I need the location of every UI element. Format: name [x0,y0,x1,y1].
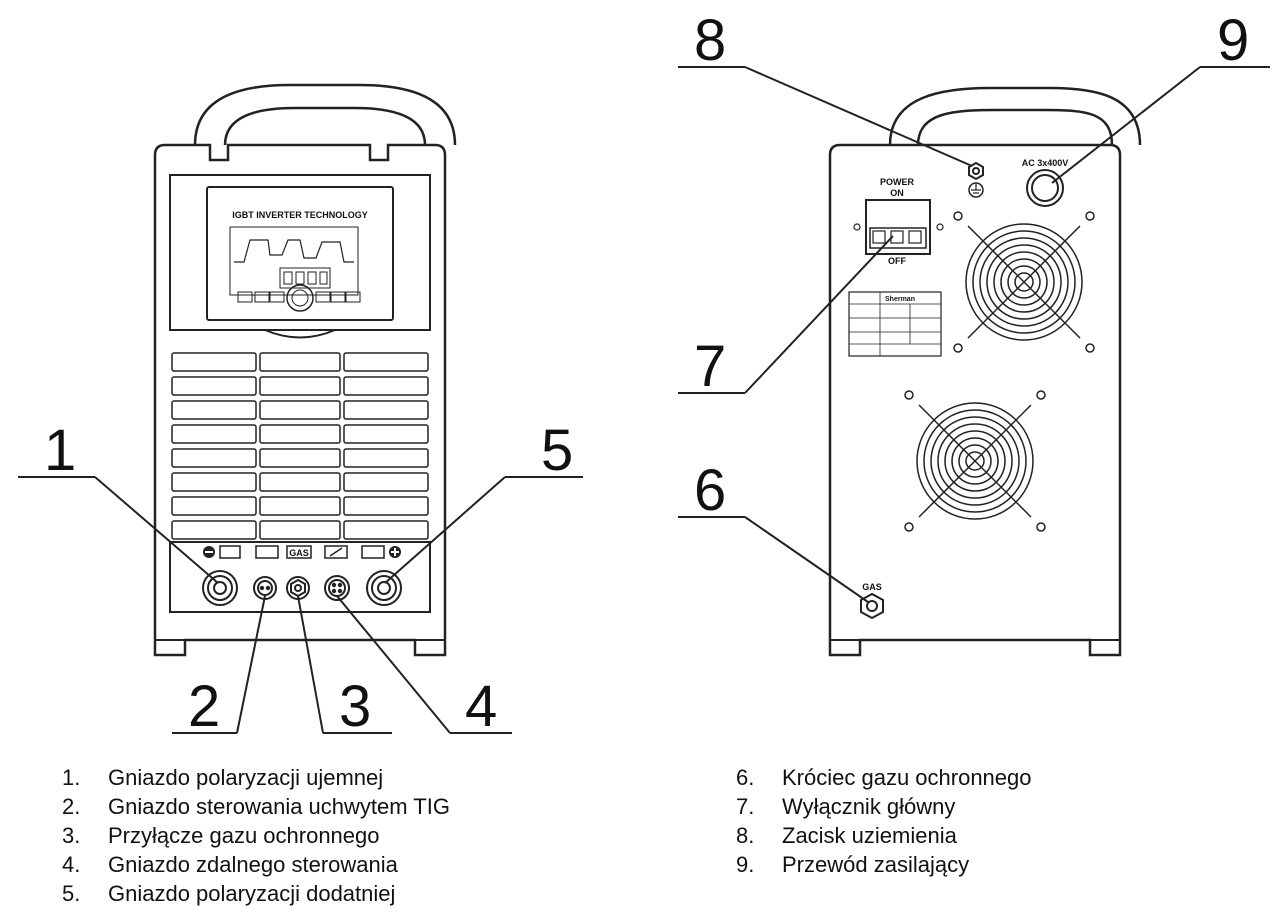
callout-labels: 1 2 3 4 5 6 7 8 9 [44,8,1249,739]
legend-number: 4. [62,852,81,877]
legend-number: 8. [736,823,755,848]
negative-socket [202,570,238,606]
legend-number: 6. [736,765,755,790]
ground-icon [968,182,984,198]
rating-plate-brand: Sherman [885,296,915,303]
legend-number: 2. [62,794,81,819]
legend-item: 8. Zacisk uziemienia [736,821,1032,850]
callout-7: 7 [694,334,726,399]
power-on-label: ON [890,188,904,198]
supply-label: AC 3x400V [1022,158,1069,168]
callout-8: 8 [694,8,726,73]
power-label: POWER [880,177,915,187]
tig-control-socket [253,576,277,600]
fan-lower [904,390,1046,532]
callout-1: 1 [44,418,76,483]
legend-number: 9. [736,852,755,877]
trigger-symbol-icon [255,545,279,559]
ventilation-grille [171,352,429,540]
power-off-label: OFF [888,256,906,266]
torch-symbol-icon [219,545,241,559]
legend-number: 1. [62,765,81,790]
legend-text: Przewód zasilający [782,852,970,877]
legend-right: 6. Króciec gazu ochronnego 7. Wyłącznik gł… [736,763,1032,879]
callout-2: 2 [188,674,220,739]
legend-item: 4. Gniazdo zdalnego sterowania [62,850,450,879]
legend-text: Zacisk uziemienia [782,823,957,848]
legend-number: 7. [736,794,755,819]
legend-text: Króciec gazu ochronnego [782,765,1032,790]
legend-item: 3. Przyłącze gazu ochronnego [62,821,450,850]
display-title: IGBT INVERTER TECHNOLOGY [232,210,368,220]
legend-item: 5. Gniazdo polaryzacji dodatniej [62,879,450,908]
main-switch [865,199,931,255]
legend-text: Gniazdo polaryzacji dodatniej [108,881,396,906]
legend-item: 6. Króciec gazu ochronnego [736,763,1032,792]
control-knob [286,284,314,312]
gas-inlet-label: GAS [862,582,882,592]
gas-symbol-label: GAS [289,548,309,558]
legend-text: Gniazdo zdalnego sterowania [108,852,398,877]
ground-terminal [968,161,984,198]
front-view: IGBT INVERTER TECHNOLOGY GAS [153,83,457,657]
callout-leaders [18,66,1270,734]
legend-item: 7. Wyłącznik główny [736,792,1032,821]
callout-5: 5 [541,418,573,483]
lcd-screen [229,226,359,296]
rating-plate: Sherman [848,291,942,357]
control-display [206,186,394,321]
positive-socket [366,570,402,606]
fan-upper [953,211,1095,353]
legend-number: 5. [62,881,81,906]
legend-item: 9. Przewód zasilający [736,850,1032,879]
remote-control-socket [324,575,350,601]
legend-text: Wyłącznik główny [782,794,956,819]
callout-4: 4 [465,674,497,739]
legend-item: 1. Gniazdo polaryzacji ujemnej [62,763,450,792]
legend-item: 2. Gniazdo sterowania uchwytem TIG [62,792,450,821]
callout-3: 3 [339,674,371,739]
legend-number: 3. [62,823,81,848]
gas-inlet-fitting [860,592,884,620]
remote-symbol-icon [324,545,348,559]
power-cable-gland [1026,169,1064,207]
legend-left: 1. Gniazdo polaryzacji ujemnej 2. Gniazdo … [62,763,450,908]
callout-9: 9 [1217,8,1249,73]
gas-connector [286,576,310,600]
legend-text: Przyłącze gazu ochronnego [108,823,380,848]
legend-text: Gniazdo sterowania uchwytem TIG [108,794,450,819]
electrode-symbol-icon [361,545,385,559]
legend-text: Gniazdo polaryzacji ujemnej [108,765,384,790]
callout-6: 6 [694,458,726,523]
rear-view: POWER ON OFF AC 3x400V [828,86,1142,657]
